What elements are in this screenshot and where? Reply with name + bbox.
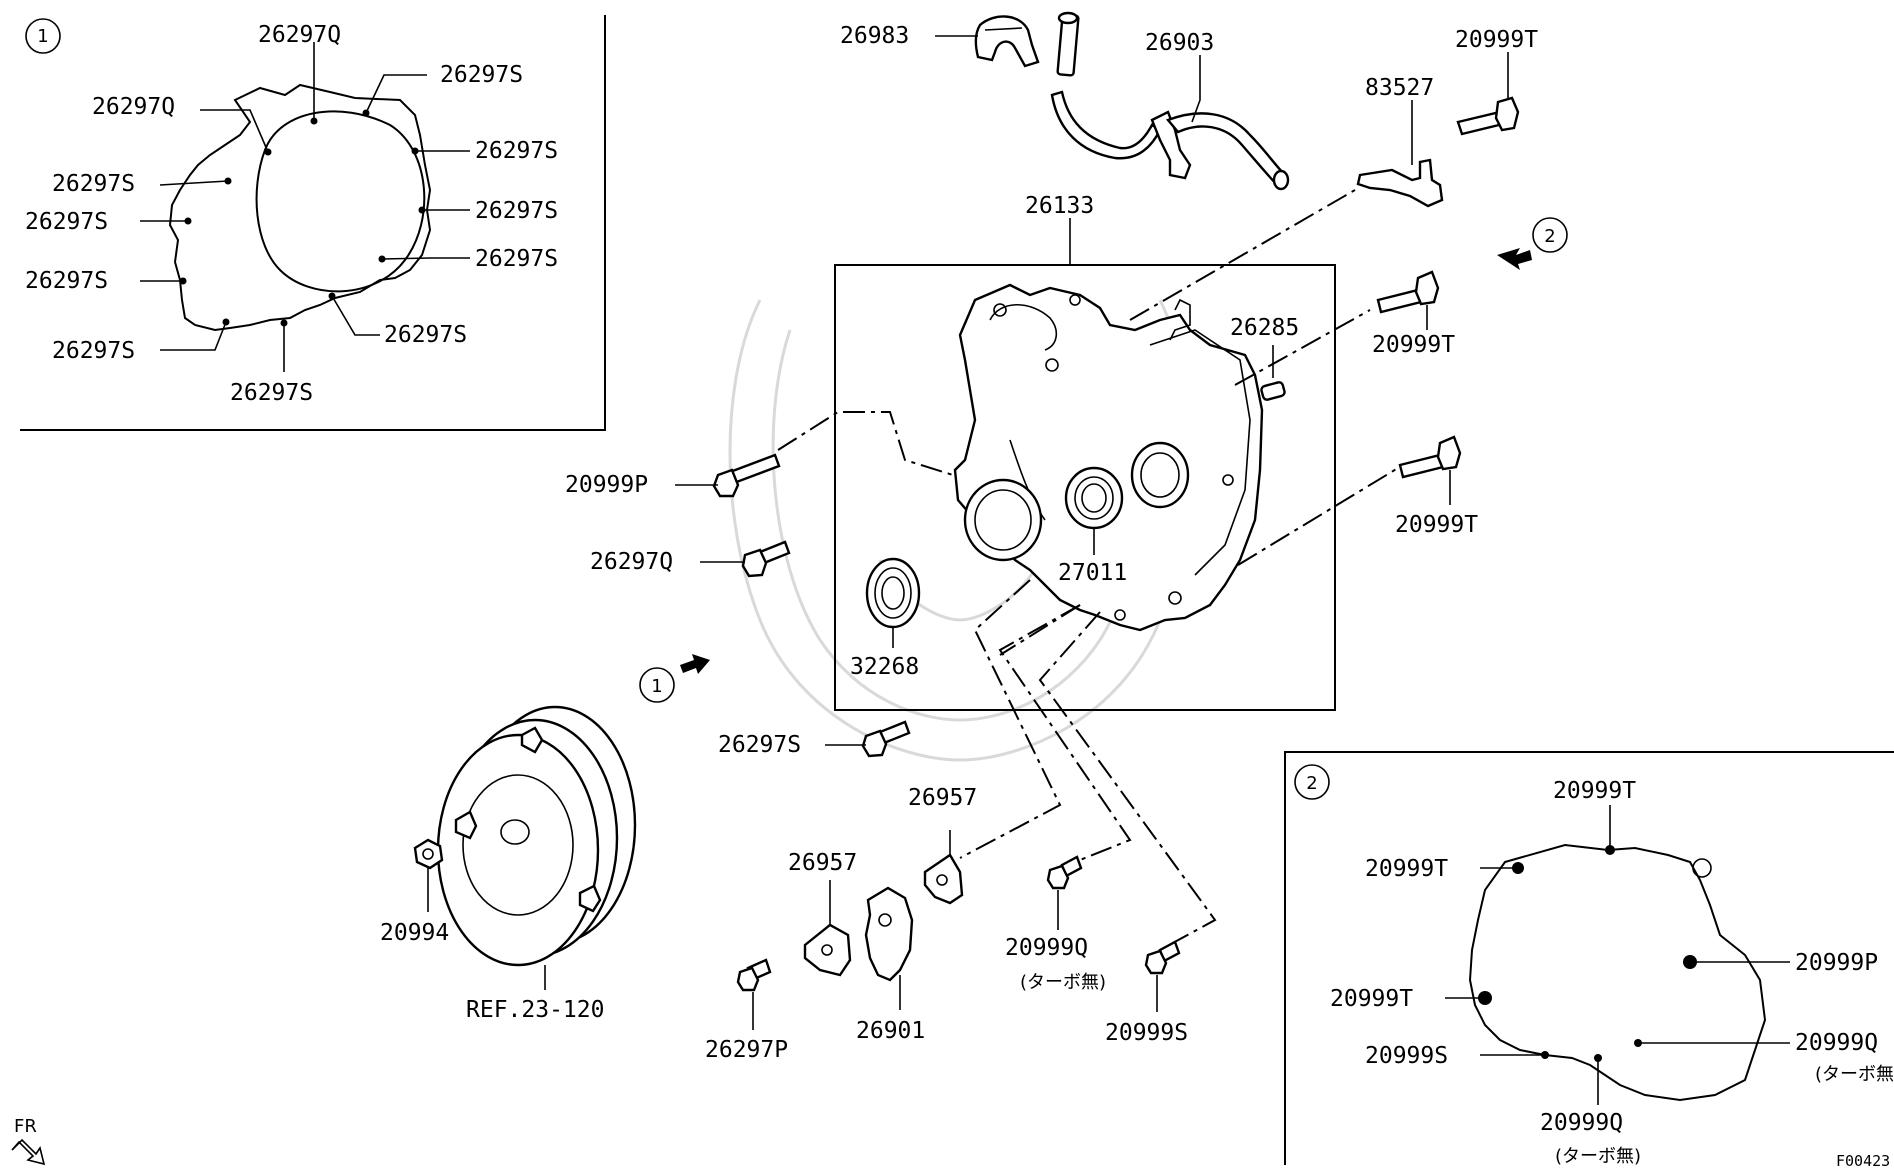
inset-1: 1 26297Q 26297S 26297Q 26297S [20,15,606,431]
bolt-26297S: 26297S [718,720,911,758]
main-assembly: 26133 27011 26285 32268 [834,193,1336,711]
callout-2-number: 2 [1544,226,1555,247]
inset-2-label: 20999P [1795,950,1878,976]
inset-1-bore [255,110,426,293]
label-ref: REF.23-120 [466,997,604,1023]
document-code: F00423 [1836,1152,1890,1170]
hose-clamp-26983: 26983 [840,15,1040,68]
label-20999Q: 20999Q [1005,935,1088,961]
label-26297Q: 26297Q [590,549,673,575]
label-20999T-low: 20999T [1395,512,1478,538]
plate-26957-b: 26957 [788,850,857,977]
label-20999Q-note: (ターボ無) [1020,972,1106,993]
bolt-26297P: 26297P [705,958,788,1063]
label-20999T-top: 20999T [1455,27,1538,53]
label-26285: 26285 [1230,315,1299,341]
dowel-pin [1260,381,1286,401]
main-group-frame [834,264,1336,711]
inset-1-label: 26297S [52,338,135,364]
label-26297P: 26297P [705,1037,788,1063]
label-32268: 32268 [850,654,919,680]
front-direction-indicator: FR [11,1116,46,1166]
inset-2-label: 20999T [1330,986,1413,1012]
label-26903: 26903 [1145,30,1214,56]
inset-2-label: 20999T [1553,778,1636,804]
label-26983: 26983 [840,23,909,49]
bolt-20999P: 20999P [565,453,781,498]
inset-1-label: 26297S [25,268,108,294]
label-20999S: 20999S [1105,1020,1188,1046]
inset-1-label: 26297S [475,138,558,164]
label-20999P: 20999P [565,472,648,498]
label-83527: 83527 [1365,75,1434,101]
inset-2-label: 20999Q [1540,1110,1623,1136]
callout-1-pointer: 1 [639,654,710,703]
callout-1-number: 1 [651,676,662,697]
inset-1-label: 26297S [475,246,558,272]
bracket-83527: 83527 [1356,75,1444,208]
label-20999T-mid: 20999T [1372,332,1455,358]
inset-1-badge [25,18,61,54]
label-26901: 26901 [856,1018,925,1044]
bolt-20999S: 20999S [1105,940,1188,1046]
inset-1-label: 26297S [25,209,108,235]
breather-hose-26903: 26903 [1050,11,1290,191]
inset-2: 2 20999T 20999T 20999P 20999T 20999Q (ター… [1284,751,1894,1167]
callout-2-pointer: 2 [1497,217,1568,270]
nut-20994: 20994 [380,838,449,946]
inset-1-label: 26297Q [92,94,175,120]
label-20994: 20994 [380,920,449,946]
inset-2-label: 20999Q [1795,1030,1878,1056]
inset-1-label: 26297Q [258,22,341,48]
plate-26957-a: 26957 [908,785,977,905]
inset-1-label: 26297S [52,171,135,197]
label-27011: 27011 [1058,560,1127,586]
torque-converter: REF.23-120 [436,705,637,1023]
inset-1-housing-outline [168,83,432,332]
inset-2-label: 20999S [1365,1043,1448,1069]
label-26957-b: 26957 [788,850,857,876]
inset-2-note: (ターボ無) [1555,1146,1641,1167]
bolt-20999Q: 20999Q (ターボ無) [1005,855,1106,993]
bolt-20999T-low: 20999T [1395,435,1478,538]
inset-1-label: 26297S [384,322,467,348]
fr-arrow-icon [11,1138,46,1166]
label-26957-a: 26957 [908,785,977,811]
inset-1-label: 26297S [440,62,523,88]
inset-2-number: 2 [1306,773,1317,794]
inset-2-label: 20999T [1365,856,1448,882]
bolt-20999T-mid: 20999T [1372,270,1455,358]
fr-label: FR [14,1116,37,1137]
inset-2-badge [1294,764,1330,800]
inset-1-label: 26297S [475,198,558,224]
label-26133: 26133 [1025,193,1094,219]
inset-1-label: 26297S [230,380,313,406]
inset-2-case-outline [1468,843,1767,1102]
inset-2-note: (ターボ無) [1815,1064,1894,1085]
bracket-26901: 26901 [856,886,925,1044]
bolt-26297Q: 26297Q [590,540,791,578]
bolt-20999T-top: 20999T [1455,27,1538,136]
label-26297S: 26297S [718,732,801,758]
assembly-leaders [777,189,1399,951]
inset-1-number: 1 [37,26,48,47]
